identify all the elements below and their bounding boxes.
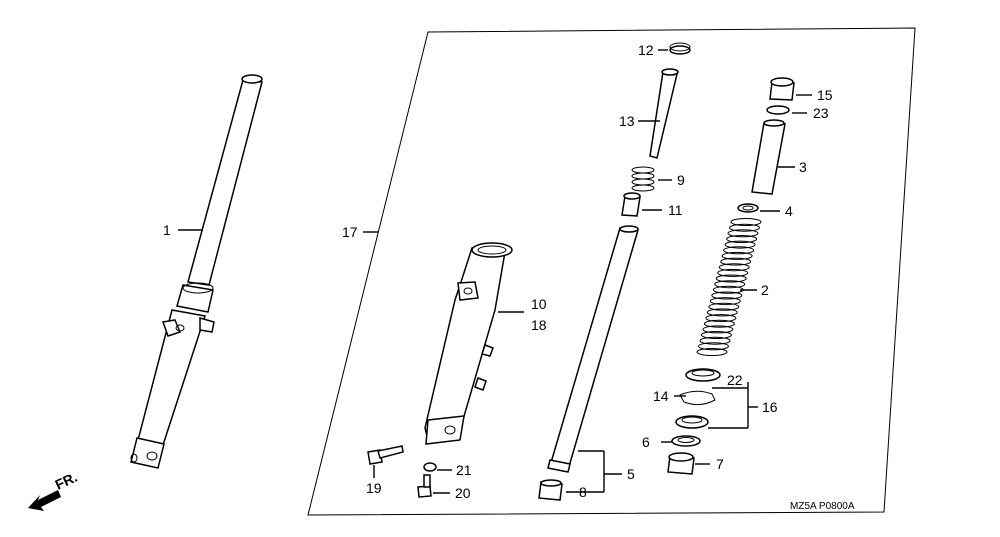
spring-seat-part-4 [737,203,759,213]
spring-coil [703,319,735,328]
spring-coil [696,348,728,356]
spring-coil [717,268,749,277]
spring-coil [723,246,755,255]
bushing-part-8 [538,479,563,501]
dust-seal-part-22 [685,368,721,382]
o-ring-part-23 [766,105,790,115]
piston-ring-part-12 [669,42,691,55]
callout-18: 18 [531,317,547,333]
callout-16: 16 [762,399,778,415]
fork-tube-part-5 [547,225,639,473]
guide-bushing-part-7 [667,452,695,475]
spring-coil [720,257,752,266]
spring-coil [730,218,762,226]
oil-seal-part-16 [675,415,709,429]
spring-coil [700,331,732,339]
drain-bolt-part-20 [417,474,432,498]
callout-10: 10 [531,296,547,312]
callout-7: 7 [716,456,724,472]
callout-15: 15 [817,87,833,103]
spring-coil [706,308,738,317]
spring-coil [705,314,737,323]
leader-lines [178,49,812,494]
callout-labels: 1 17 10 18 12 13 9 11 15 23 3 4 2 22 14 … [163,42,833,501]
callout-2: 2 [761,282,769,298]
rebound-spring-part-9 [631,166,655,192]
socket-bolt-part-19 [367,445,404,465]
spring-coil [718,263,750,272]
spring-coil [724,240,756,249]
spring-coil [711,291,743,300]
callout-4: 4 [785,203,793,219]
spring-coil [709,297,741,306]
assembly-frame [307,27,916,516]
spring-coil [708,302,740,311]
callout-5: 5 [627,466,635,482]
callout-17: 17 [342,224,358,240]
direction-label: FR. [53,469,80,493]
callout-8: 8 [579,484,587,500]
spring-coil [699,336,731,345]
fork-bolt-part-15 [769,77,795,101]
callout-14: 14 [653,388,669,404]
spring-coil [729,223,760,232]
callout-13: 13 [619,113,635,129]
callout-1: 1 [163,222,171,238]
callout-12: 12 [638,42,654,58]
spring-coil [721,251,753,260]
callout-22: 22 [727,372,743,388]
fork-assembly-part-1 [130,74,263,469]
collar-part-11 [621,192,641,217]
spring-coil [714,280,746,289]
front-arrow-icon [28,490,61,511]
spring-coil [698,342,729,351]
callout-6: 6 [642,434,650,450]
callout-11: 11 [668,202,683,218]
spring-coil [726,235,758,243]
stop-ring-part-14 [679,390,716,406]
diagram-code: MZ5A P0800A [790,501,855,512]
callout-9: 9 [677,172,685,188]
spacer-part-3 [751,119,786,195]
fork-slider-part-10 [424,242,513,445]
callout-19: 19 [366,480,382,496]
spring-coil [702,325,734,334]
back-up-ring-part-6 [671,435,701,447]
callout-3: 3 [799,159,807,175]
spring-coil [727,229,759,238]
callout-21: 21 [456,462,472,478]
fork-spring-part-2 [696,218,762,356]
spring-coil [715,274,747,283]
callout-23: 23 [813,105,829,121]
damper-rod-part-13 [649,68,679,159]
washer-part-21 [423,462,437,472]
callout-20: 20 [455,485,471,501]
front-direction-indicator: FR. [28,469,80,511]
